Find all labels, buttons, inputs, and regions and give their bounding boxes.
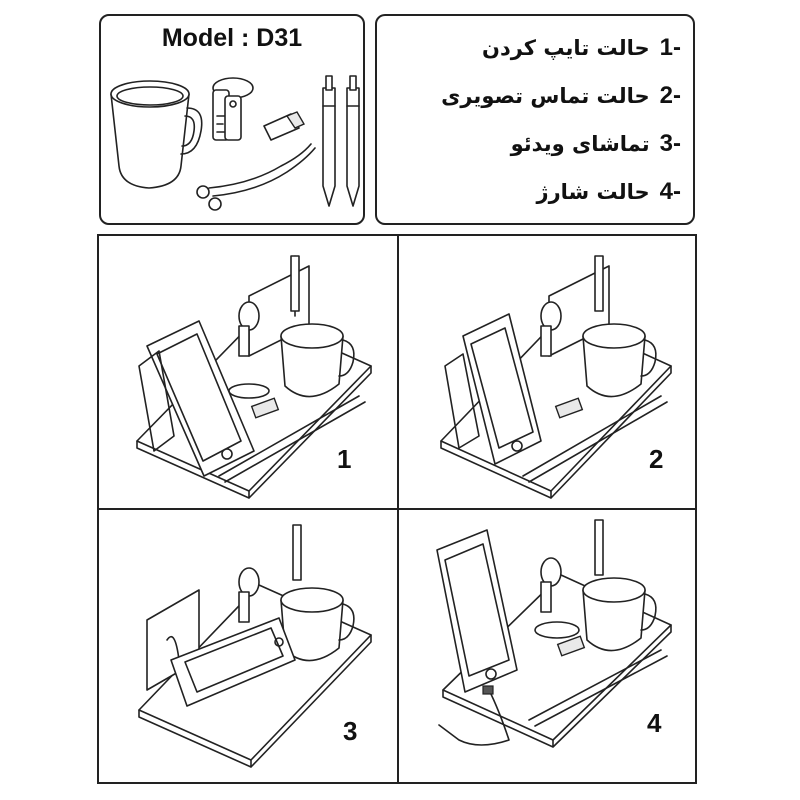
mode-text: حالت تایپ کردن <box>482 36 650 60</box>
mode-item: حالت تماس تصویری 2- <box>441 82 681 110</box>
mode-text: حالت شارژ <box>536 180 650 204</box>
panel-number: 4 <box>647 708 662 738</box>
panel-number: 3 <box>343 716 358 746</box>
panel-charging-mode: 4 <box>399 510 698 784</box>
earphones-icon <box>196 143 316 211</box>
organizer-illustration <box>436 519 672 748</box>
phone-icon <box>436 529 518 693</box>
organizer-illustration <box>136 255 372 499</box>
usb-flash-icon <box>263 111 305 141</box>
grid-divider <box>99 508 695 510</box>
mug-icon <box>110 80 203 189</box>
panel-video-watch-mode: 3 <box>99 510 398 784</box>
mode-item: تماشای ویدئو 3- <box>511 130 681 158</box>
mode-number: 4- <box>659 178 681 205</box>
panel-video-call-mode: 2 <box>399 236 698 510</box>
mode-text: حالت تماس تصویری <box>441 84 650 108</box>
organizer-illustration <box>440 255 672 499</box>
mode-number: 3- <box>659 130 681 157</box>
panel-typing-mode: 1 <box>99 236 398 510</box>
mode-item: حالت تایپ کردن 1- <box>482 34 681 62</box>
modes-box: حالت تایپ کردن 1- حالت تماس تصویری 2- تم… <box>375 14 695 225</box>
organizer-illustration <box>138 524 372 768</box>
mode-item: حالت شارژ 4- <box>536 178 681 206</box>
mode-number: 1- <box>659 34 681 61</box>
phone-icon <box>462 313 542 465</box>
mode-text: تماشای ویدئو <box>510 132 650 156</box>
accessories-illustration <box>110 75 360 211</box>
model-box: Model : D31 <box>99 14 365 225</box>
phone-icon <box>146 320 255 477</box>
pen-icon <box>322 75 360 207</box>
model-title: Model : D31 <box>161 24 303 52</box>
mode-number: 2- <box>659 82 681 109</box>
keys-icon <box>212 77 254 141</box>
modes-grid: 1 2 <box>97 234 697 784</box>
phone-icon <box>170 617 296 707</box>
panel-number: 1 <box>337 444 352 474</box>
panel-number: 2 <box>649 444 664 474</box>
